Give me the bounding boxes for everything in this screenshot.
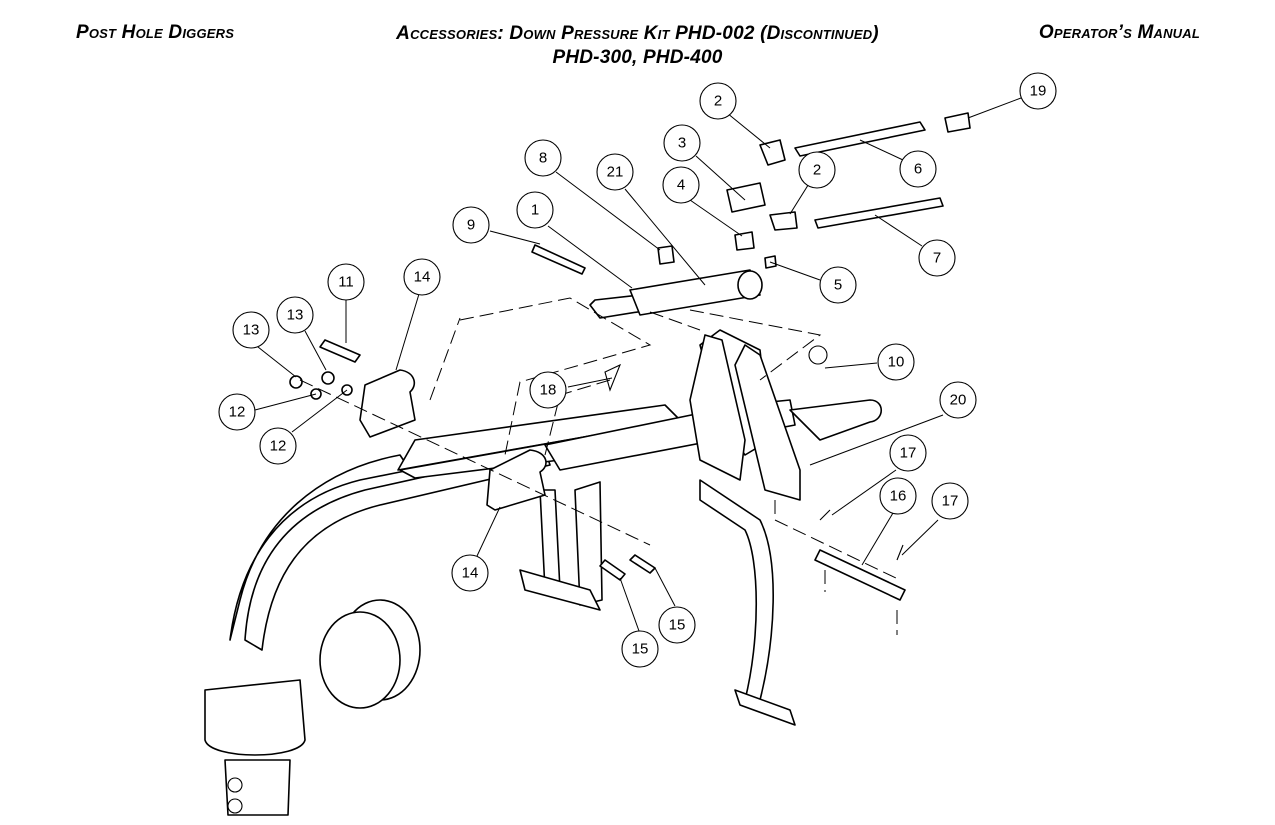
svg-text:18: 18 [540,382,557,399]
callout-12-left: 12 [218,393,256,431]
header-right-title: Operator’s Manual [1038,22,1200,43]
svg-text:9: 9 [467,217,475,234]
svg-text:15: 15 [632,641,649,658]
svg-text:11: 11 [338,274,354,291]
svg-text:14: 14 [414,269,431,286]
callout-7: 7 [918,239,956,277]
callout-12-right: 12 [259,427,297,465]
header-center-line2: PHD-300, PHD-400 [552,47,723,68]
svg-text:15: 15 [669,617,686,634]
callout-16: 16 [879,477,917,515]
svg-text:3: 3 [678,135,686,152]
callout-17-lower: 17 [931,482,969,520]
svg-text:4: 4 [677,177,685,194]
svg-text:17: 17 [900,445,917,462]
callout-6: 6 [899,150,937,188]
svg-text:1: 1 [531,202,539,219]
svg-text:13: 13 [287,307,304,324]
svg-text:6: 6 [914,161,922,178]
callout-13-left: 13 [232,311,270,349]
assembly-drawing [204,112,971,816]
svg-text:12: 12 [270,438,287,455]
svg-text:2: 2 [714,93,722,110]
svg-text:7: 7 [933,250,941,267]
callout-13-right: 13 [276,296,314,334]
callout-2-lower: 2 [798,151,836,189]
callout-10: 10 [877,343,915,381]
callout-21: 21 [596,153,634,191]
svg-text:16: 16 [890,488,907,505]
callout-15-right: 15 [658,606,696,644]
callout-11: 11 [327,263,365,301]
callout-15-left: 15 [621,630,659,668]
callout-17-upper: 17 [889,434,927,472]
callout-14-lower: 14 [451,554,489,592]
svg-text:13: 13 [243,322,260,339]
svg-text:14: 14 [462,565,479,582]
header-left-title: Post Hole Diggers [76,22,235,43]
svg-text:12: 12 [229,404,246,421]
header-center-line1: Accessories: Down Pressure Kit PHD-002 (… [396,23,879,44]
svg-text:5: 5 [834,277,842,294]
header-center-title: Accessories: Down Pressure Kit PHD-002 (… [0,22,1275,70]
callout-3: 3 [663,124,701,162]
callout-1: 1 [516,191,554,229]
callout-18: 18 [529,371,567,409]
svg-text:20: 20 [950,392,967,409]
svg-text:21: 21 [607,164,624,181]
callout-8: 8 [524,139,562,177]
svg-text:17: 17 [942,493,959,510]
callout-4: 4 [662,166,700,204]
svg-text:8: 8 [539,150,547,167]
callout-5: 5 [819,266,857,304]
svg-text:19: 19 [1030,83,1047,100]
callout-14-upper: 14 [403,258,441,296]
svg-text:10: 10 [888,354,905,371]
callout-leaders [254,97,1022,632]
callout-2-upper: 2 [699,82,737,120]
svg-text:2: 2 [813,162,821,179]
callout-20: 20 [939,381,977,419]
callout-9: 9 [452,206,490,244]
callout-19: 19 [1019,72,1057,110]
